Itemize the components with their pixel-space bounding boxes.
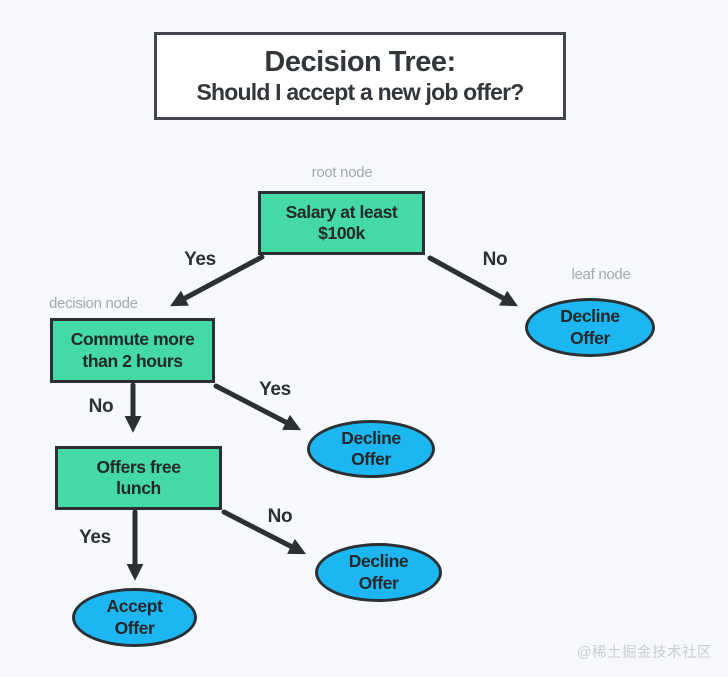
decision-node-annotation: decision node [49, 295, 138, 312]
edge-label-salary-no: No [482, 249, 508, 270]
root-node-annotation: root node [311, 164, 373, 181]
node-label-line: Commute more [70, 329, 195, 350]
edge-label-commute-yes: Yes [259, 379, 291, 400]
node-label-line: Accept [106, 596, 163, 617]
node-label-line: Offer [358, 572, 399, 593]
diagram-title: Decision Tree: [264, 45, 456, 78]
node-decline-offer-2: Decline Offer [307, 420, 435, 478]
node-label-line: Offer [351, 449, 391, 469]
node-label-line: Offer [570, 327, 610, 348]
node-label-line: than 2 hours [82, 350, 183, 371]
node-label-line: Salary at least [285, 201, 398, 222]
watermark: @稀土掘金技术社区 [576, 645, 712, 661]
edge-label-salary-yes: Yes [184, 249, 216, 270]
node-label-line: Offers free [96, 456, 181, 477]
title-box: Decision Tree: Should I accept a new job… [154, 32, 566, 120]
node-accept-offer: Accept Offer [72, 588, 197, 647]
node-label-line: Decline [348, 551, 409, 572]
node-commute: Commute more than 2 hours [50, 318, 215, 383]
edge-label-lunch-yes: Yes [79, 527, 111, 548]
node-label-line: Decline [560, 306, 620, 327]
edge-lunch-to-decline3 [221, 509, 307, 555]
edge-label-commute-no: No [88, 396, 114, 417]
edge-salary-to-decline1 [427, 255, 518, 307]
node-decline-offer-3: Decline Offer [315, 543, 442, 602]
node-decline-offer-1: Decline Offer [525, 298, 655, 357]
node-salary: Salary at least $100k [258, 191, 425, 255]
node-label-line: Decline [341, 427, 401, 448]
edge-salary-to-commute [170, 254, 265, 307]
node-label-line: $100k [318, 223, 365, 243]
edge-label-lunch-no: No [267, 506, 293, 527]
node-label-line: lunch [116, 478, 161, 498]
leaf-node-annotation: leaf node [571, 266, 631, 283]
diagram-subtitle: Should I accept a new job offer? [196, 78, 524, 105]
node-lunch: Offers free lunch [55, 446, 222, 510]
edge-commute-to-decline2 [213, 383, 302, 431]
node-label-line: Offer [114, 617, 155, 638]
